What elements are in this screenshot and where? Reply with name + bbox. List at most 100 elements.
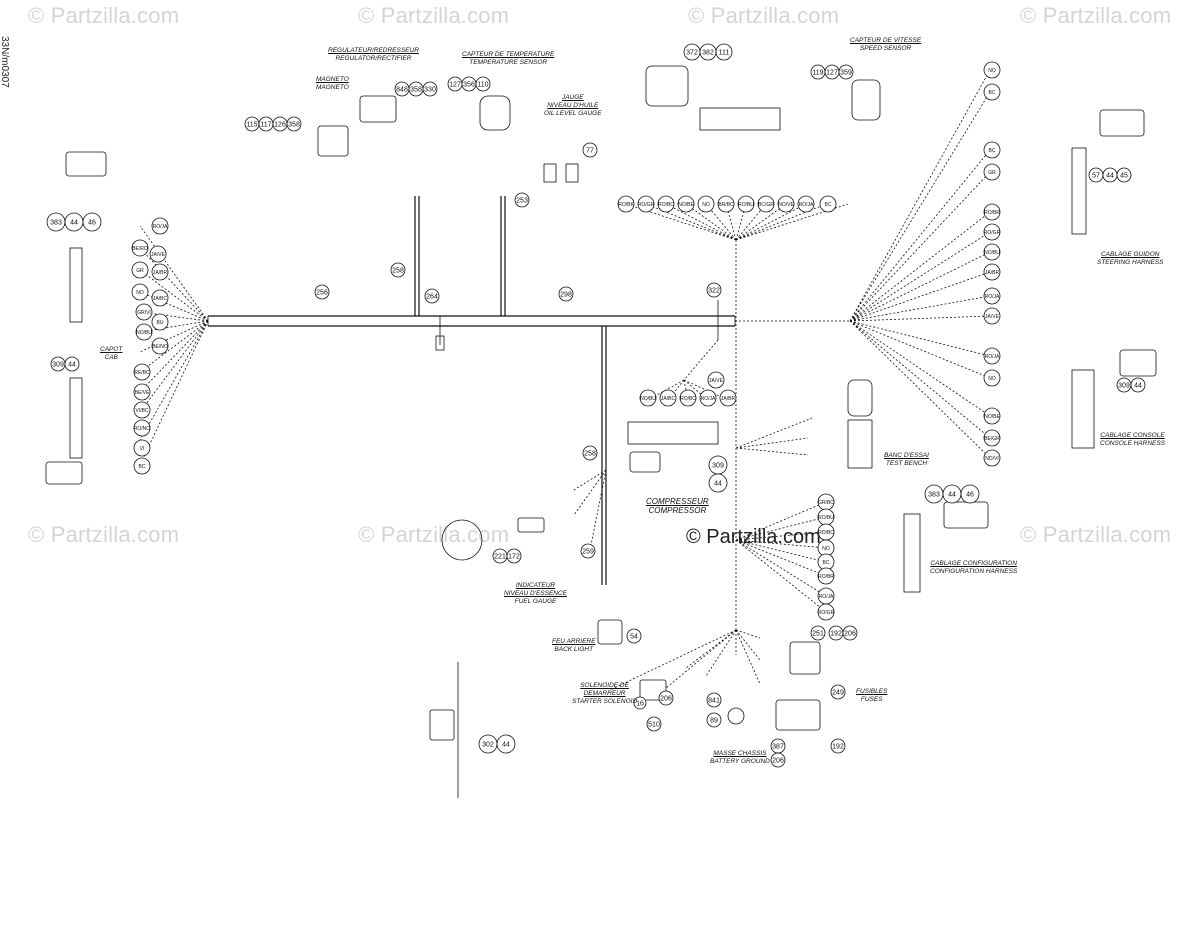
wire-code-text: JA/VE xyxy=(151,252,166,258)
part-bubble: 258 xyxy=(582,445,598,461)
part-bubble: 44 xyxy=(708,473,728,493)
wire-code-bubble: JA/VE xyxy=(149,245,167,263)
watermark: © Partzilla.com xyxy=(1020,522,1172,547)
wire-code-bubble: RO/BC xyxy=(679,389,697,407)
wire-code-text: RO/JA xyxy=(985,354,1000,360)
wire-code-text: RO/BR xyxy=(984,210,1000,216)
part-bubble: 256 xyxy=(314,284,330,300)
wire-code-bubble: NO/BU xyxy=(135,323,153,341)
wire-code-bubble: BE/NO xyxy=(151,337,169,355)
wire-code-text: NO/BU xyxy=(640,396,656,402)
config-plug-component xyxy=(943,501,989,529)
part-bubble: 264 xyxy=(424,288,440,304)
test-bench-plug-component xyxy=(847,379,873,417)
svg-text:382: 382 xyxy=(702,50,714,57)
svg-text:309: 309 xyxy=(52,362,64,369)
part-bubble: 358 xyxy=(408,81,424,97)
wire-code-text: BC xyxy=(989,90,996,96)
wire-code-bubble: RO/JA xyxy=(983,347,1001,365)
svg-text:387: 387 xyxy=(772,744,784,751)
wire-code-bubble: NO xyxy=(697,195,715,213)
wire-code-text: BC xyxy=(825,202,832,208)
wire-code-bubble: BC xyxy=(133,457,151,475)
wire-code-text: RO/BR xyxy=(818,574,834,580)
part-bubble: 387 xyxy=(770,738,786,754)
connector-block-top xyxy=(699,107,781,131)
svg-text:383: 383 xyxy=(928,492,940,499)
wire-code-text: RO/GR xyxy=(984,230,1001,236)
fuel-gauge-component xyxy=(441,519,483,561)
svg-text:45: 45 xyxy=(1120,173,1128,180)
wire-code-bubble: NO/VE xyxy=(777,195,794,213)
wire-code-text: BC xyxy=(989,148,996,154)
oil-gauge-clip xyxy=(543,163,557,183)
svg-text:258: 258 xyxy=(392,268,404,275)
part-bubble: 258 xyxy=(390,262,406,278)
svg-text:192: 192 xyxy=(832,744,844,751)
wire-code-text: JA/VE xyxy=(709,378,724,384)
connector-block-cab xyxy=(69,377,83,459)
part-bubble: 383 xyxy=(924,484,944,504)
wire-code-bubble: BR/BC xyxy=(717,195,735,213)
wire-code-bubble: RO/BR xyxy=(817,567,835,585)
part-bubble: 126 xyxy=(272,116,288,132)
part-bubble: 358 xyxy=(286,116,302,132)
wire-code-bubble: RO/JA xyxy=(797,195,815,213)
wire-code-text: RO/BC xyxy=(658,202,674,208)
wire-code-text: JA/BC xyxy=(661,396,676,402)
speed-sensor-component xyxy=(851,79,881,121)
wire-code-text: RO/BU xyxy=(738,202,754,208)
wire-code-bubble: BC xyxy=(983,141,1001,159)
wire-code-text: NO/VE xyxy=(778,202,794,208)
wire-code-bubble: BC xyxy=(817,553,835,571)
part-bubble: 206 xyxy=(842,625,858,641)
svg-text:848: 848 xyxy=(396,87,408,94)
wire-code-text: JA/VE xyxy=(985,314,1000,320)
svg-text:256: 256 xyxy=(316,290,328,297)
svg-text:330: 330 xyxy=(424,87,436,94)
part-bubble: 259 xyxy=(580,543,596,559)
back-light-component xyxy=(597,619,623,645)
part-bubble: 309 xyxy=(50,356,66,372)
part-bubble: 119 xyxy=(810,64,826,80)
wire-code-text: BU xyxy=(157,320,164,326)
wire-code-text: NO/BE xyxy=(678,202,694,208)
part-bubble: 127 xyxy=(824,64,840,80)
part-bubble: 110 xyxy=(475,76,491,92)
wire-code-text: BE/RO xyxy=(132,246,148,252)
watermark: © Partzilla.com xyxy=(358,522,510,547)
part-bubble: 330 xyxy=(422,81,438,97)
wire-code-bubble: RO/JA xyxy=(151,217,169,235)
wire-code-text: BE/VE xyxy=(135,390,150,396)
part-bubble: 16 xyxy=(633,696,647,710)
wire-code-bubble: NO/BE xyxy=(677,195,694,213)
part-bubble: 309 xyxy=(708,455,728,475)
wire-code-text: BC xyxy=(823,560,830,566)
part-bubble: 44 xyxy=(942,484,962,504)
fuel-gauge-plug-component xyxy=(517,517,545,533)
wire-code-text: RO/BC xyxy=(818,530,834,536)
wire-code-bubble: RO/GR xyxy=(637,195,655,213)
svg-text:322: 322 xyxy=(708,288,720,295)
wire-code-text: RO/GR xyxy=(818,610,835,616)
wire-code-bubble: GR/VI xyxy=(135,303,153,321)
svg-text:89: 89 xyxy=(710,718,718,725)
svg-text:44: 44 xyxy=(1134,383,1142,390)
wire-code-text: JA/BR xyxy=(721,396,736,402)
wire-code-text: NO xyxy=(988,376,996,382)
part-bubble: 302 xyxy=(478,734,498,754)
wire-code-text: BE/NO xyxy=(152,344,168,350)
svg-text:44: 44 xyxy=(714,481,722,488)
wire-code-text: NO xyxy=(988,68,996,74)
wire-code-bubble: VI xyxy=(133,439,151,457)
svg-text:206: 206 xyxy=(660,696,672,703)
wire-code-text: RO/JA xyxy=(985,294,1000,300)
wire-code-bubble: BE/RO xyxy=(131,239,149,257)
wire-code-bubble: RO/BK xyxy=(617,195,634,213)
